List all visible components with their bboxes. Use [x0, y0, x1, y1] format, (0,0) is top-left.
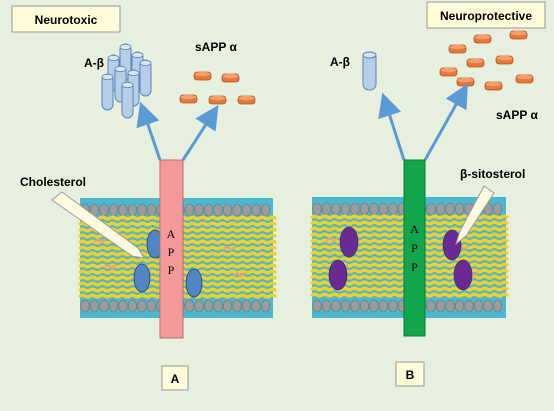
app-letter-a-2: P [168, 245, 175, 259]
neuroprotective-badge [426, 1, 546, 29]
abeta-monomer-b [362, 51, 377, 91]
neurotoxic-badge-label: Neurotoxic [35, 13, 98, 27]
sterol-molecule [185, 268, 203, 298]
release-arrow-abeta-a [136, 101, 162, 161]
sitosterol-label: β-sitosterol [460, 167, 525, 181]
app-protein-a [159, 159, 184, 339]
abeta-aggregate-a [101, 43, 152, 119]
sapp-fragments-a [179, 71, 256, 105]
app-letter-a-1: A [167, 227, 176, 241]
sapp-fragments-b [439, 30, 534, 91]
panel-b: Neuroprotective A-β sAPP α A P P β-sitos… [310, 1, 546, 387]
abeta-label-a: A-β [84, 56, 104, 70]
release-arrow-sapp-a [181, 104, 219, 161]
cholesterol-pointer-arrow [51, 191, 145, 259]
app-letter-b-3: P [411, 260, 418, 274]
app-letter-b-2: P [411, 241, 418, 255]
neurotoxic-badge [11, 5, 121, 33]
cholesterol-label: Cholesterol [20, 175, 86, 189]
sterol-molecule [442, 229, 462, 261]
neuroprotective-badge-label: Neuroprotective [440, 9, 532, 23]
panel-letter-b: B [406, 368, 415, 382]
panel-a: Neurotoxic A-β sAPP α A P P Cholesterol … [11, 5, 277, 391]
sterol-molecule [328, 259, 348, 291]
panel-letter-box-b [395, 361, 425, 387]
abeta-label-b: A-β [330, 55, 350, 69]
sterol-molecule [133, 263, 151, 293]
app-letter-a-3: P [168, 263, 175, 277]
panel-letter-a: A [171, 372, 180, 386]
release-arrow-abeta-b [378, 92, 406, 161]
sterol-molecules [328, 226, 473, 291]
sapp-label-b: sAPP α [496, 108, 538, 122]
sterol-molecule [453, 259, 473, 291]
panel-letter-box-a [161, 365, 189, 391]
release-arrow-sapp-b [423, 83, 468, 161]
app-protein-b [403, 159, 426, 337]
app-letter-b-1: A [410, 222, 419, 236]
sapp-label-a: sAPP α [195, 40, 237, 54]
sitosterol-pointer-arrow [455, 185, 495, 246]
sterol-molecule [339, 226, 359, 258]
